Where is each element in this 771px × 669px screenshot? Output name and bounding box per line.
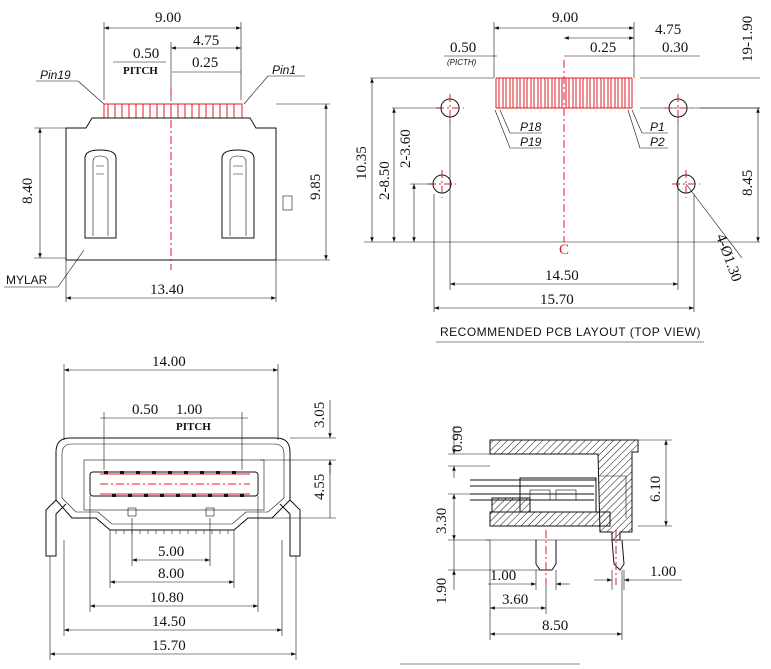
front-dim-pitch2: 1.00 xyxy=(176,402,202,418)
side-dim-610: 6.10 xyxy=(648,476,664,502)
front-pitch-label: PITCH xyxy=(176,421,211,433)
pcb-dim-gap: 0.30 xyxy=(662,40,688,56)
pcb-dim-holes-850: 2-8.50 xyxy=(377,161,393,200)
pcb-dim-holes-360: 2-3.60 xyxy=(398,129,414,168)
top-pin1-label: Pin1 xyxy=(272,63,296,77)
front-tongue xyxy=(89,471,259,497)
pcb-dim-half: 4.75 xyxy=(655,22,681,38)
front-dim-1570: 15.70 xyxy=(152,638,186,654)
side-dim-330: 3.30 xyxy=(434,508,450,534)
side-dim-360: 3.60 xyxy=(502,592,528,608)
top-dim-body: 13.40 xyxy=(150,282,184,298)
mylar-label: MYLAR xyxy=(6,273,48,287)
top-pin19-label: Pin19 xyxy=(40,68,71,82)
pcb-dim-right-top: 19-1.90 xyxy=(740,16,756,62)
top-pins xyxy=(103,103,243,119)
front-dim-800: 8.00 xyxy=(158,566,184,582)
top-dim-depth: 9.85 xyxy=(308,174,324,200)
side-dim-850: 8.50 xyxy=(542,618,568,634)
pcb-p2-label: P2 xyxy=(650,135,665,149)
top-body-outline xyxy=(65,117,277,261)
pcb-caption: RECOMMENDED PCB LAYOUT (TOP VIEW) xyxy=(440,325,701,339)
pcb-dim-right-h: 8.45 xyxy=(740,170,756,196)
top-dim-half: 4.75 xyxy=(193,33,219,49)
front-dim-total: 14.00 xyxy=(152,354,186,370)
top-dim-width: 9.00 xyxy=(155,10,181,26)
top-view: 9.00 4.75 0.50 PITCH 0.25 Pin19 Pin1 xyxy=(4,10,330,302)
pcb-center-mark: C xyxy=(559,242,569,258)
side-dim-100-right: 1.00 xyxy=(650,564,676,580)
front-dim-pitch: 0.50 xyxy=(132,402,158,418)
pcb-dim-hole-dia: 4-Ø1.30 xyxy=(712,232,744,284)
pcb-dim-pad: 0.25 xyxy=(590,40,616,56)
front-dim-1450: 14.50 xyxy=(152,614,186,630)
top-dim-pin: 0.25 xyxy=(192,55,218,71)
side-dim-100-left: 1.00 xyxy=(490,568,516,584)
pcb-dim-holes-w: 14.50 xyxy=(545,268,579,284)
pcb-pitch-sub: (PICTH) xyxy=(447,58,477,67)
top-pitch-label: PITCH xyxy=(123,65,158,77)
pcb-dim-total-w: 15.70 xyxy=(540,292,574,308)
side-dim-090: 0.90 xyxy=(450,426,466,452)
front-dim-500: 5.00 xyxy=(158,544,184,560)
side-section-view: 0.90 3.30 1.90 6.10 1.00 1.00 3.60 8.50 xyxy=(400,426,682,665)
pcb-p18-label: P18 xyxy=(520,120,542,134)
side-dim-190: 1.90 xyxy=(434,578,450,604)
pcb-dim-pitch: 0.50 xyxy=(450,40,476,56)
pcb-dim-width: 9.00 xyxy=(552,10,578,26)
front-dim-1080: 10.80 xyxy=(150,590,184,606)
top-dim-pitch: 0.50 xyxy=(133,46,159,62)
front-dim-opening: 4.55 xyxy=(312,474,328,500)
pcb-p1-label: P1 xyxy=(650,120,665,134)
front-contacts xyxy=(100,471,250,497)
pcb-p19-label: P19 xyxy=(520,135,542,149)
pcb-dim-total-h: 10.35 xyxy=(354,146,370,180)
top-dim-height: 8.40 xyxy=(20,178,36,204)
front-shell-outer xyxy=(55,437,291,531)
pcb-holes xyxy=(428,94,700,198)
front-view: 14.00 0.50 1.00 PITCH 3.05 xyxy=(45,354,336,660)
pcb-layout-view: 9.00 4.75 0.50 (PICTH) 0.25 0.30 19-1.90… xyxy=(354,10,760,343)
front-dim-top: 3.05 xyxy=(312,402,328,428)
